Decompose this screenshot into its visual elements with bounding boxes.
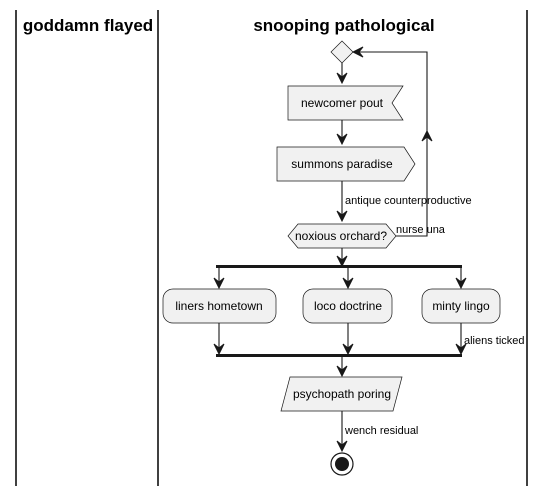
edge-label-antique-counterproductive: antique counterproductive <box>345 195 472 207</box>
edge-label-aliens-ticked: aliens ticked <box>464 335 525 347</box>
join-bar <box>216 354 462 357</box>
arrowhead <box>336 440 348 453</box>
edge-label-nurse-una: nurse una <box>396 224 446 236</box>
psychopath-poring-node <box>280 376 403 412</box>
newcomer-pout-node <box>287 85 404 121</box>
liners-hometown-label: liners hometown <box>175 299 262 313</box>
arrowhead <box>455 277 467 290</box>
arrowhead <box>336 210 348 223</box>
summons-paradise-node <box>276 146 416 182</box>
noxious-orchard-decision <box>287 223 397 249</box>
fork-bar <box>216 265 462 268</box>
noxious-orchard-label: noxious orchard? <box>295 229 387 243</box>
arrowhead <box>342 343 354 356</box>
arrowhead <box>213 343 225 356</box>
arrowhead <box>336 365 348 378</box>
swimlane-title-snooping-pathological: snooping pathological <box>253 16 434 35</box>
edge-loop-back <box>353 51 428 237</box>
arrowhead <box>213 277 225 290</box>
end-node-inner <box>335 457 349 471</box>
arrowhead <box>351 46 364 58</box>
newcomer-pout-label: newcomer pout <box>301 96 384 110</box>
loco-doctrine-label: loco doctrine <box>314 299 382 313</box>
swimlane-title-goddamn-flayed: goddamn flayed <box>23 16 153 35</box>
minty-lingo-label: minty lingo <box>432 299 490 313</box>
merge-diamond <box>330 40 354 64</box>
edge-label-wench-residual: wench residual <box>344 425 418 437</box>
arrowhead <box>336 255 348 268</box>
arrowhead <box>421 129 433 142</box>
arrowhead <box>342 277 354 290</box>
summons-paradise-label: summons paradise <box>291 157 393 171</box>
arrowhead <box>455 343 467 356</box>
arrowhead <box>336 133 348 146</box>
arrowhead <box>336 72 348 85</box>
psychopath-poring-label: psychopath poring <box>293 387 391 401</box>
